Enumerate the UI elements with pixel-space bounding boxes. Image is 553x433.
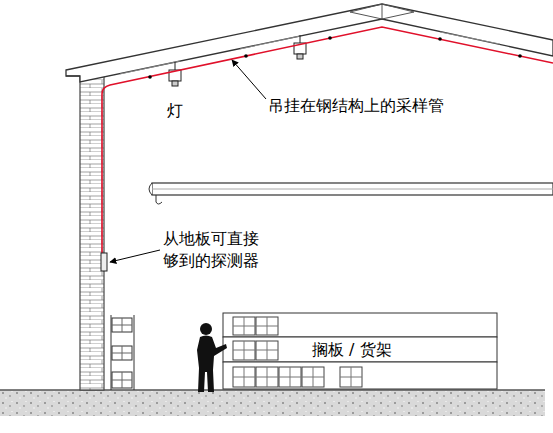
floor xyxy=(0,390,545,416)
label-text: 搁板 / 货架 xyxy=(310,339,394,361)
pipe-hanger xyxy=(148,36,522,79)
wall-column xyxy=(80,76,104,390)
shelf-rack xyxy=(223,313,497,389)
label-text: 从地板可直接 够到的探测器 xyxy=(163,228,263,272)
ridge-truss xyxy=(350,4,414,19)
label-text: 灯 xyxy=(167,100,183,122)
sampling-pipe xyxy=(102,27,553,256)
crane-beam xyxy=(149,183,553,204)
leader-line xyxy=(110,250,160,262)
small-rack xyxy=(111,315,134,390)
person xyxy=(197,323,227,392)
lamp xyxy=(169,35,306,86)
label-text: 吊挂在钢结构上的采样管 xyxy=(268,95,444,117)
detector xyxy=(101,253,107,271)
leader-line xyxy=(232,60,266,99)
